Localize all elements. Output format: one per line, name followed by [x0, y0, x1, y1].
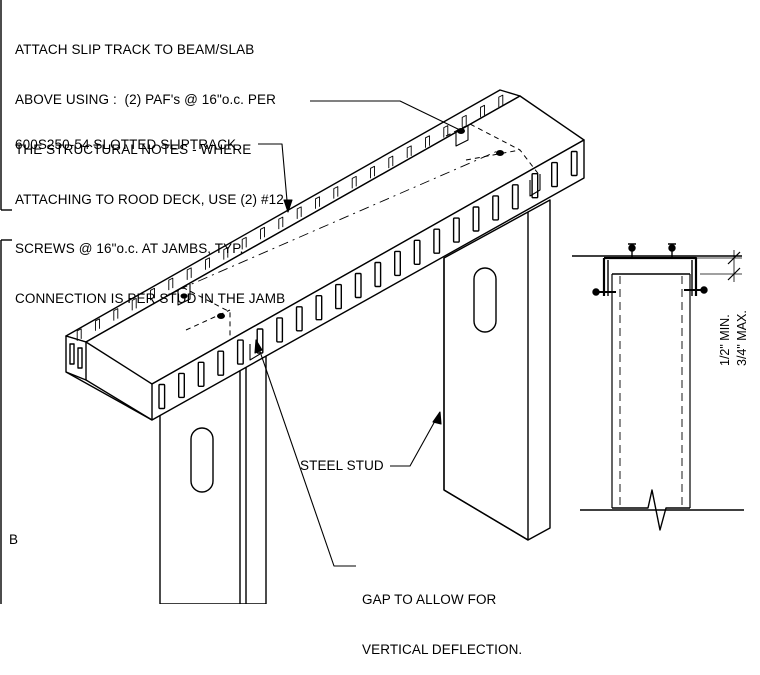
track-clip-tabs — [177, 126, 541, 361]
track-slot — [333, 186, 339, 199]
track-slot — [276, 317, 284, 343]
attach-note-line: SCREWS @ 16"o.c. AT JAMBS, TYP. — [15, 241, 244, 257]
track-slot — [150, 287, 155, 301]
track-slot — [452, 217, 460, 243]
track-slot — [388, 155, 394, 169]
track-slot — [394, 250, 402, 277]
track-slot — [315, 196, 320, 209]
back-flange-slots — [76, 94, 504, 341]
track-centerline — [177, 149, 501, 291]
track-slot — [177, 372, 185, 399]
sheet-border-marks — [0, 0, 12, 604]
track-slot — [354, 272, 362, 299]
track-slot — [443, 125, 449, 138]
track-slot — [406, 145, 412, 158]
track-slot — [197, 361, 205, 387]
slip-track-detail-drawing — [0, 0, 744, 604]
track-slot — [570, 150, 578, 177]
track-slot — [461, 114, 467, 128]
track-slot — [131, 297, 137, 311]
track-slot — [205, 257, 210, 270]
track-slot — [95, 318, 100, 331]
stud-slot-hole — [473, 267, 497, 333]
gap-note-line: VERTICAL DEFLECTION. — [362, 641, 523, 657]
track-slot — [374, 261, 382, 288]
track-slot — [69, 343, 75, 365]
track-slot — [186, 267, 192, 280]
attach-note-line: THE STRUCTURAL NOTES - WHERE — [15, 141, 252, 157]
track-slot — [223, 247, 229, 260]
track-slot — [492, 195, 500, 221]
track-slot — [113, 308, 119, 321]
steel-stud-label: STEEL STUD — [300, 458, 384, 473]
track-slot — [168, 277, 174, 291]
track-slot — [351, 175, 357, 189]
track-slot — [335, 283, 343, 310]
leader-lines — [254, 100, 463, 567]
track-slot — [498, 94, 504, 108]
track-slot — [296, 206, 302, 219]
track-slot — [511, 184, 519, 210]
sliptrack-label: 600S250-54 SLOTTED SLIPTRACK — [15, 137, 237, 152]
track-slot — [551, 161, 559, 188]
steel-stud-left — [159, 335, 267, 604]
attach-note-line: ATTACHING TO ROOD DECK, USE (2) #12 — [15, 191, 284, 207]
stud-slot-hole — [190, 427, 214, 493]
track-slot — [77, 347, 83, 369]
attach-note: ATTACH SLIP TRACK TO BEAM/SLAB ABOVE USI… — [15, 9, 285, 324]
track-slot — [315, 295, 323, 321]
attach-note-line: ATTACH SLIP TRACK TO BEAM/SLAB — [15, 42, 255, 58]
track-slot — [480, 104, 485, 118]
track-slot — [217, 350, 225, 376]
track-slot — [425, 135, 430, 148]
dimension-min-label: 1/2" MIN. — [718, 314, 732, 366]
track-slot — [433, 228, 441, 254]
steel-stud-right — [443, 199, 551, 541]
track-slot — [531, 172, 539, 199]
track-slot — [278, 216, 284, 230]
attach-note-line: CONNECTION IS PER STUD IN THE JAMB — [15, 291, 286, 307]
track-slot — [370, 165, 375, 179]
section-detail — [572, 243, 744, 531]
track-slot — [236, 339, 244, 365]
sheet-letter: B — [9, 532, 19, 547]
track-slot — [241, 236, 247, 250]
track-slot — [158, 383, 166, 410]
gap-note: GAP TO ALLOW FOR VERTICAL DEFLECTION. — [362, 559, 522, 675]
track-slot — [295, 306, 303, 332]
track-slot — [472, 206, 480, 232]
track-slot — [260, 226, 265, 240]
gap-note-line: GAP TO ALLOW FOR — [362, 592, 497, 608]
dimension-max-label: 3/4" MAX. — [735, 310, 749, 366]
attach-note-line: ABOVE USING : (2) PAF's @ 16"o.c. PER — [15, 91, 276, 107]
track-slot — [76, 328, 82, 341]
track-slot — [413, 239, 421, 266]
